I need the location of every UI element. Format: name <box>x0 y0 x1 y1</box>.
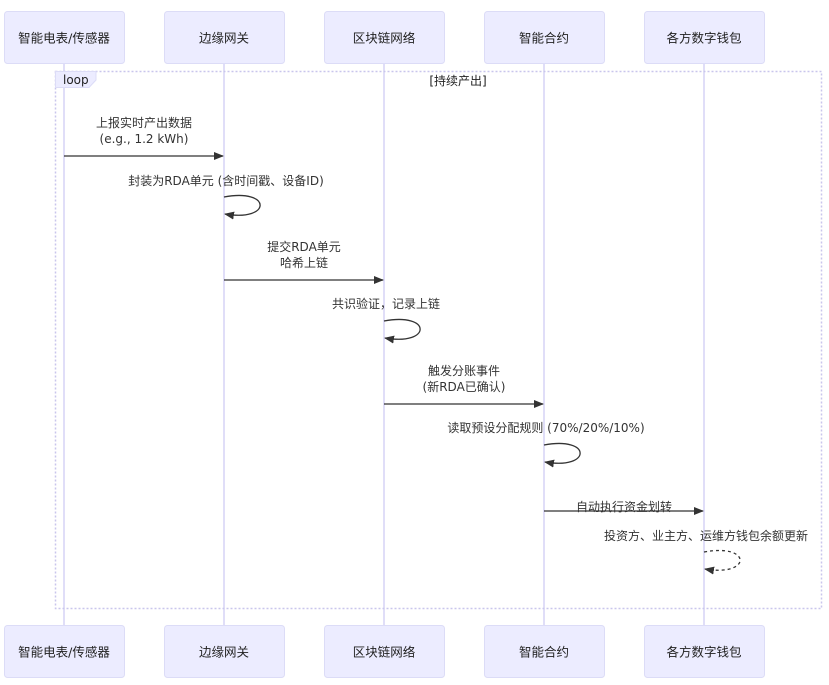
actor-label: 区块链网络 <box>353 31 416 46</box>
actor-contract-top[interactable]: 智能合约 <box>484 11 605 64</box>
actor-label: 各方数字钱包 <box>666 645 741 660</box>
actor-box <box>4 11 125 64</box>
actor-box <box>644 625 765 678</box>
actor-label: 边缘网关 <box>199 645 249 660</box>
actor-box <box>324 11 445 64</box>
actor-wallets-top[interactable]: 各方数字钱包 <box>644 11 765 64</box>
actor-chain-bottom[interactable]: 区块链网络 <box>324 625 445 678</box>
message-2: 封装为RDA单元 (含时间戳、设备ID) <box>128 173 324 220</box>
self-message-arrow <box>383 318 421 344</box>
self-message-arrow <box>223 194 261 220</box>
message-label: 上报实时产出数据 <box>96 115 192 130</box>
message-label: (e.g., 1.2 kWh) <box>100 132 189 146</box>
message-5: 触发分账事件(新RDA已确认) <box>384 363 544 408</box>
actor-box <box>164 625 285 678</box>
message-4: 共识验证，记录上链 <box>332 296 440 344</box>
actor-box <box>644 11 765 64</box>
self-message-arrow <box>543 442 581 468</box>
message-label: 哈希上链 <box>280 255 328 270</box>
actor-chain-top[interactable]: 区块链网络 <box>324 11 445 64</box>
loop-condition: [持续产出] <box>429 73 486 88</box>
message-8: 投资方、业主方、运维方钱包余额更新 <box>604 528 808 575</box>
message-label: 投资方、业主方、运维方钱包余额更新 <box>604 528 808 543</box>
loop-tab <box>55 71 97 88</box>
actor-box <box>324 625 445 678</box>
actor-label: 边缘网关 <box>199 31 249 46</box>
actor-contract-bottom[interactable]: 智能合约 <box>484 625 605 678</box>
actor-label: 智能电表/传感器 <box>18 31 110 46</box>
actor-label: 智能合约 <box>519 31 569 46</box>
actor-box <box>164 11 285 64</box>
actor-box <box>4 625 125 678</box>
actor-label: 各方数字钱包 <box>666 31 741 46</box>
actor-meter-bottom[interactable]: 智能电表/传感器 <box>4 625 125 678</box>
message-6: 读取预设分配规则 (70%/20%/10%) <box>447 420 645 468</box>
message-7: 自动执行资金划转 <box>544 499 704 515</box>
message-label: 触发分账事件 <box>428 363 500 378</box>
message-label: 自动执行资金划转 <box>576 499 672 514</box>
self-message-arrow <box>703 549 741 575</box>
actor-meter-top[interactable]: 智能电表/传感器 <box>4 11 125 64</box>
actor-box <box>484 625 605 678</box>
actor-box <box>484 11 605 64</box>
actor-gateway-bottom[interactable]: 边缘网关 <box>164 625 285 678</box>
actor-label: 智能合约 <box>519 645 569 660</box>
loop-label: loop <box>63 73 89 87</box>
message-label: 封装为RDA单元 (含时间戳、设备ID) <box>128 173 324 188</box>
actor-wallets-bottom[interactable]: 各方数字钱包 <box>644 625 765 678</box>
message-label: 读取预设分配规则 (70%/20%/10%) <box>447 420 644 435</box>
message-label: 提交RDA单元 <box>267 239 341 254</box>
message-label: (新RDA已确认) <box>423 379 506 394</box>
actor-gateway-top[interactable]: 边缘网关 <box>164 11 285 64</box>
actor-label: 智能电表/传感器 <box>18 645 110 660</box>
actor-label: 区块链网络 <box>353 645 416 660</box>
loop-frame <box>54 70 823 610</box>
message-label: 共识验证，记录上链 <box>332 296 440 311</box>
message-1: 上报实时产出数据 (e.g., 1.2 kWh) <box>64 115 224 160</box>
